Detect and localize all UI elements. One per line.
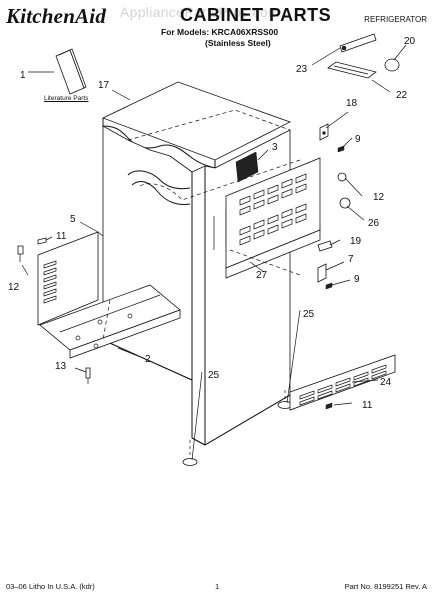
callout-9-upper: 9 xyxy=(355,134,361,145)
literature-booklet xyxy=(28,48,87,95)
variant-line: (Stainless Steel) xyxy=(205,38,271,48)
rear-vent-panel xyxy=(225,157,321,279)
handle-base-22 xyxy=(327,61,377,79)
callout-25-rear: 25 xyxy=(303,309,315,320)
callout-25-front: 25 xyxy=(208,370,220,381)
plug-26 xyxy=(339,197,351,209)
brand-logo: KitchenAid xyxy=(6,4,107,28)
base-pan xyxy=(39,284,181,359)
callout-12-right: 12 xyxy=(373,192,385,203)
callout-17: 17 xyxy=(98,80,110,91)
callout-7: 7 xyxy=(348,254,354,265)
front-grille xyxy=(289,354,396,411)
models-line: For Models: KRCA06XRSS00 xyxy=(161,27,279,37)
watermark-text: AppliancePartsPros.com xyxy=(120,4,280,20)
page-title: CABINET PARTS xyxy=(180,5,332,25)
callout-27: 27 xyxy=(256,270,268,281)
footer-page-number: 1 xyxy=(215,582,220,591)
callout-26: 26 xyxy=(368,218,380,229)
callout-13: 13 xyxy=(55,361,67,372)
callout-18: 18 xyxy=(346,98,358,109)
callout-19: 19 xyxy=(350,236,362,247)
callout-23: 23 xyxy=(296,64,308,75)
footer-litho: 03–06 Litho In U.S.A. (kdr) xyxy=(6,582,95,591)
cabinet-body xyxy=(101,81,301,446)
footer-part-number: Part No. 8199251 Rev. A xyxy=(344,582,427,591)
callout-5: 5 xyxy=(70,214,76,225)
callout-2: 2 xyxy=(145,354,151,365)
hinge-7 xyxy=(317,263,327,283)
screw-12-left xyxy=(17,245,24,262)
screw-11-left xyxy=(37,237,47,245)
callout-3: 3 xyxy=(272,142,278,153)
leveling-leg-front xyxy=(182,440,198,466)
plug-12-right xyxy=(337,172,347,182)
screw-11-right xyxy=(325,402,333,410)
product-type: REFRIGERATOR xyxy=(364,15,427,24)
literature-parts-label: Literature Parts xyxy=(44,95,89,102)
hinge-18 xyxy=(319,123,329,141)
handle-cap-20 xyxy=(384,58,400,72)
toe-grille xyxy=(37,231,104,326)
callout-24: 24 xyxy=(380,377,392,388)
leader-lines xyxy=(21,44,407,461)
callout-9-lower: 9 xyxy=(354,274,360,285)
callout-11-left: 11 xyxy=(56,231,67,242)
callout-11-right: 11 xyxy=(362,400,373,411)
callout-12-left: 12 xyxy=(8,282,20,293)
screw-13 xyxy=(85,367,91,384)
handle-23 xyxy=(339,33,377,53)
bracket-19 xyxy=(317,240,333,252)
callout-1: 1 xyxy=(20,70,26,81)
callout-20: 20 xyxy=(404,36,416,47)
callout-22: 22 xyxy=(396,90,408,101)
rating-label xyxy=(235,151,259,183)
screw-9-lower xyxy=(325,282,333,290)
